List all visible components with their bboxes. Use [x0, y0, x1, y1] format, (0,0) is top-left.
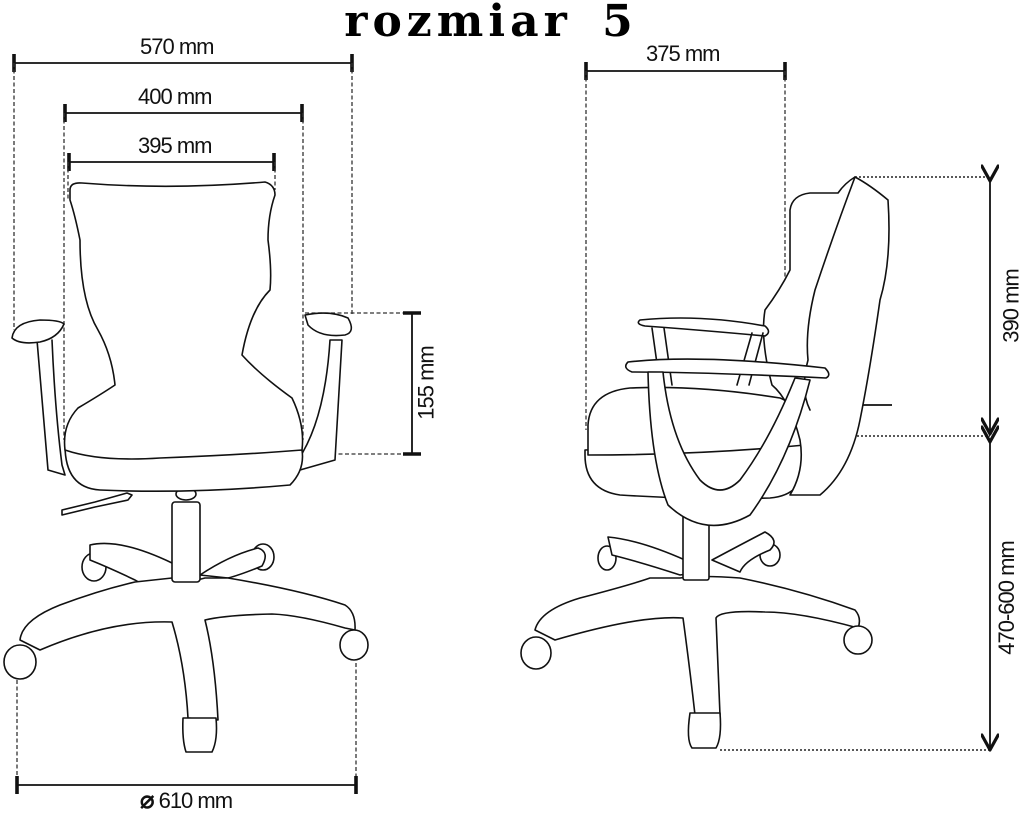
- backrest-height-label: 390 mm: [998, 269, 1020, 343]
- seat-height-label: 470-600 mm: [993, 541, 1019, 655]
- front-seat-backrest: [63, 181, 304, 493]
- seat-width-label: 400 mm: [138, 84, 212, 109]
- seat-depth-label: 375 mm: [646, 41, 720, 66]
- base-diameter-value: 610 mm: [158, 788, 233, 813]
- diagram-title: rozmiar 5: [344, 0, 638, 47]
- base-diameter-label: ⌀ 610 mm: [140, 786, 233, 815]
- side-armrests: [624, 317, 830, 527]
- front-base: [3, 487, 369, 753]
- front-view: [3, 54, 421, 794]
- diameter-symbol-icon: ⌀: [140, 787, 154, 814]
- side-dimension-lines: [584, 62, 990, 750]
- front-armrests: [11, 312, 353, 476]
- armrest-height-label: 155 mm: [413, 346, 439, 420]
- backrest-width-label: 395 mm: [138, 133, 212, 158]
- overall-width-label: 570 mm: [140, 34, 214, 59]
- side-view: [520, 62, 990, 750]
- side-base: [520, 499, 873, 749]
